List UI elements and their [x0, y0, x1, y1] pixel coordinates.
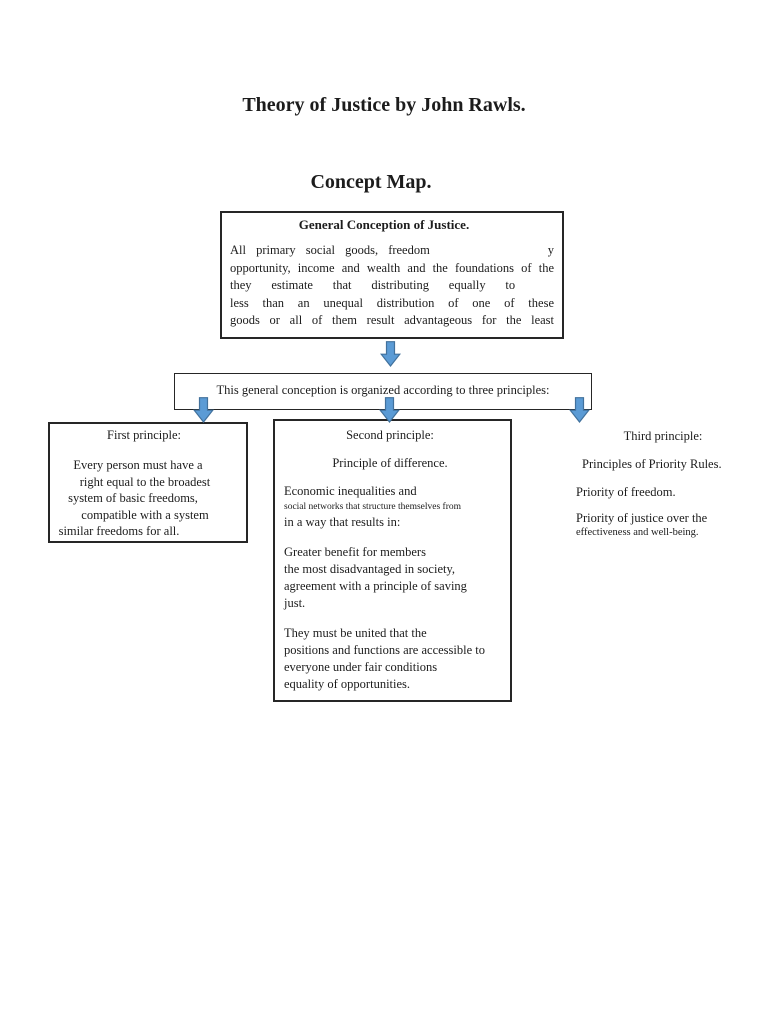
- body-line: equality of opportunities.: [284, 677, 411, 691]
- body-line: just.: [284, 596, 306, 610]
- body-line: Every person must have a: [73, 458, 203, 472]
- body-line: They must be united that the: [284, 626, 427, 640]
- down-arrow-icon: [569, 397, 590, 423]
- body-line: Economic inequalities and: [284, 484, 417, 498]
- general-conception-heading: General Conception of Justice.: [298, 217, 470, 232]
- body-line-small: social networks that structure themselve…: [284, 502, 462, 512]
- down-arrow-icon: [380, 341, 401, 367]
- organizer-label: This general conception is organized acc…: [216, 382, 550, 397]
- body-line: opportunity, income and wealth and the f…: [230, 260, 554, 275]
- general-conception-body: All primary social goods, freedom y oppo…: [230, 242, 554, 330]
- first-principle-heading: First principle:: [107, 428, 181, 442]
- first-principle-body: Every person must have a right equal to …: [50, 457, 246, 540]
- body-line: right equal to the broadest: [79, 474, 211, 489]
- second-principle-subheading: Principle of difference.: [332, 456, 448, 470]
- body-line: Priority of justice over the: [576, 511, 708, 525]
- body-line: they estimate that distributing equally …: [230, 278, 516, 292]
- general-conception-box: General Conception of Justice. All prima…: [220, 211, 564, 339]
- body-line: less than an unequal distribution of one…: [230, 295, 554, 310]
- body-line: the most disadvantaged in society,: [284, 562, 456, 576]
- third-principle-heading: Third principle:: [623, 429, 703, 443]
- body-line: Greater benefit for members: [284, 545, 426, 559]
- down-arrow-icon: [193, 397, 214, 423]
- second-principle-box: Second principle: Principle of differenc…: [273, 419, 512, 702]
- page-subtitle: Concept Map.: [310, 171, 432, 193]
- second-principle-heading: Second principle:: [346, 428, 434, 442]
- body-line-small: effectiveness and well-being.: [576, 527, 699, 538]
- organizer-bar: This general conception is organized acc…: [174, 373, 592, 410]
- second-principle-paragraph-2: Greater benefit for members the most dis…: [284, 544, 504, 612]
- body-line: system of basic freedoms,: [68, 491, 198, 505]
- body-line-text: y: [547, 243, 554, 257]
- down-arrow-icon: [379, 397, 400, 423]
- body-line-text: All primary social goods, freedom: [230, 243, 430, 257]
- first-principle-box: First principle: Every person must have …: [48, 422, 248, 543]
- body-line: positions and functions are accessible t…: [284, 643, 485, 657]
- body-line: compatible with a system: [81, 507, 209, 522]
- body-line: similar freedoms for all.: [58, 524, 180, 538]
- body-line: agreement with a principle of saving: [284, 579, 467, 593]
- page-title: Theory of Justice by John Rawls.: [242, 94, 526, 116]
- second-principle-paragraph-3: They must be united that the positions a…: [284, 625, 504, 693]
- body-line: All primary social goods, freedom y: [230, 242, 554, 260]
- body-line: Priority of freedom.: [576, 485, 676, 499]
- body-line: Principles of Priority Rules.: [582, 457, 722, 471]
- body-line: everyone under fair conditions: [284, 660, 438, 674]
- second-principle-paragraph-1: Economic inequalities and social network…: [284, 483, 504, 531]
- body-line: goods or all of them result advantageous…: [230, 313, 554, 327]
- body-line: in a way that results in:: [284, 515, 401, 529]
